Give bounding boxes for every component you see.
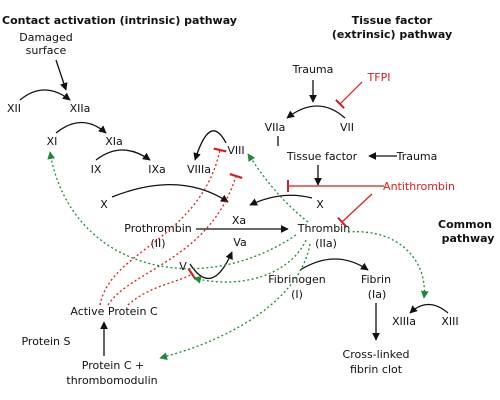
fibrinogen-label-line1: Fibrinogen [268,273,326,286]
extrinsic-pathway-heading-line2: (extrinsic) pathway [332,28,452,41]
apc-v-inhibition-line [127,267,197,306]
factor-viii: VIII [227,144,244,157]
damaged-surface-label-line1: Damaged [19,31,72,44]
viii-to-viiia-arrow [193,130,227,161]
x-left-to-xa-arrow [111,184,229,203]
factor-xii: XII [7,102,21,115]
vii-to-viia-arrow [286,105,346,119]
thrombin-label-line2: (IIa) [315,237,337,250]
extrinsic-pathway-heading-line1: Tissue factor [352,14,433,27]
fibrin-label-line1: Fibrin [361,273,391,286]
thrombin-to-protein-c-feedback [159,243,311,361]
thrombin-label-line1: Thrombin [297,222,350,235]
clot-label-line1: Cross-linked [343,348,410,361]
factor-ixa: IXa [148,163,166,176]
factor-xa: Xa [232,214,246,227]
factor-x-right: X [316,198,324,211]
factor-ix: IX [91,163,102,176]
thrombin-to-xi-feedback [47,151,297,270]
damaged-surface-arrow [55,59,68,91]
fibrinogen-label-line2: (I) [291,288,303,301]
active-protein-c-label: Active Protein C [70,305,158,318]
factor-xiia: XIIa [70,102,91,115]
thrombin-to-viii-feedback [247,153,309,223]
tissue-factor-label: Tissue factor [286,150,358,163]
trauma-right-label: Trauma [396,150,438,163]
xi-to-xia-arrow [55,121,107,134]
protein-s-label: Protein S [21,335,70,348]
tfpi-inhibition-line [335,81,363,109]
factor-xiii: XIII [441,315,458,328]
factor-xia: XIa [105,135,123,148]
factor-xiiia: XIIIa [392,315,416,328]
antithrombin-thrombin-inhibition-line [337,193,373,228]
antithrombin-inhibitor: Antithrombin [383,180,455,193]
thrombin-to-xiii-feedback [347,231,429,299]
trauma-top-label: Trauma [292,63,334,76]
apc-viiia-inhibition-line [107,173,243,306]
common-pathway-heading-line1: Common [438,218,492,231]
factor-viia: VIIa [265,121,286,134]
factor-xi: XI [47,135,58,148]
factor-x-left: X [100,198,108,211]
protein-c-label-line1: Protein C + [82,359,144,372]
clot-label-line2: fibrin clot [350,363,403,376]
tfpi-inhibitor: TFPI [367,71,391,84]
factor-v: V [179,260,187,273]
prothrombin-label-line1: Prothrombin [124,222,192,235]
common-pathway-heading-line2: pathway [442,232,495,245]
fibrinogen-to-fibrin-arrow [299,258,369,271]
xiii-to-xiiia-arrow [409,303,449,314]
fibrin-label-line2: (Ia) [368,288,387,301]
prothrombin-label-line2: (II) [150,237,165,250]
xii-to-xiia-arrow [19,89,71,101]
ix-to-ixa-arrow [95,149,151,161]
intrinsic-pathway-heading: Contact activation (intrinsic) pathway [2,14,237,27]
factor-viiia: VIIIa [187,163,211,176]
x-right-to-xa-arrow [249,194,313,206]
damaged-surface-label-line2: surface [26,44,67,57]
protein-c-label-line2: thrombomodulin [66,374,157,387]
factor-vii: VII [340,121,354,134]
factor-va: Va [233,236,246,249]
thrombin-to-v-feedback [193,239,307,284]
